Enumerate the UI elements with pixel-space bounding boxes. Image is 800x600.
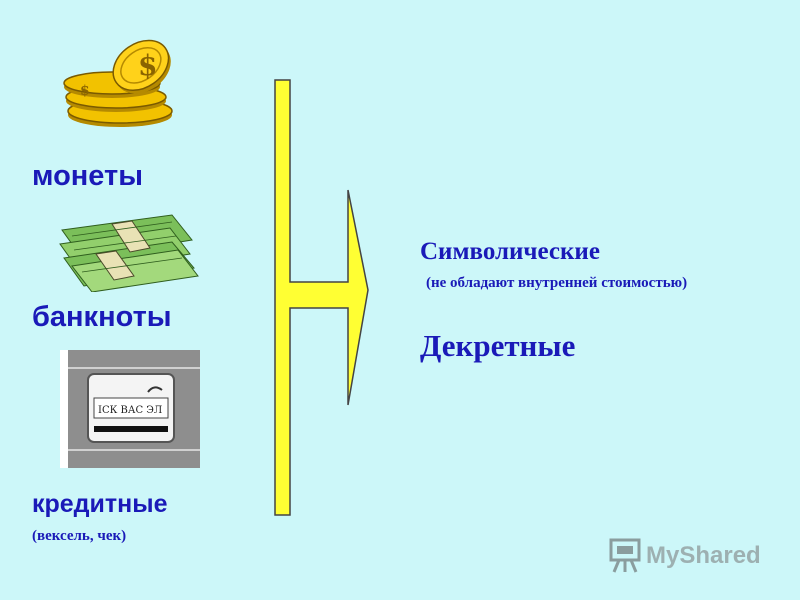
credit-card-icon: IСК ВАС ЭЛ <box>60 350 200 468</box>
banknotes-icon <box>59 214 199 292</box>
svg-text:$: $ <box>80 83 90 99</box>
credit-label: кредитные <box>32 490 168 518</box>
credit-note: (вексель, чек) <box>32 528 127 544</box>
symbolic-note: (не обладают внутренней стоимостью) <box>426 275 688 291</box>
decree-label: Декретные <box>420 328 576 363</box>
arrow-icon <box>274 79 369 516</box>
coins-label: монеты <box>32 160 144 192</box>
coins-icon: $ $ <box>63 39 173 127</box>
watermark: MyShared <box>608 538 768 574</box>
symbolic-label: Символические <box>420 238 600 265</box>
banknotes-label: банкноты <box>32 301 172 333</box>
watermark-text: MyShared <box>646 542 761 569</box>
card-text: IСК ВАС ЭЛ <box>98 405 162 416</box>
presentation-icon <box>609 538 641 573</box>
svg-text:$: $ <box>138 49 157 82</box>
